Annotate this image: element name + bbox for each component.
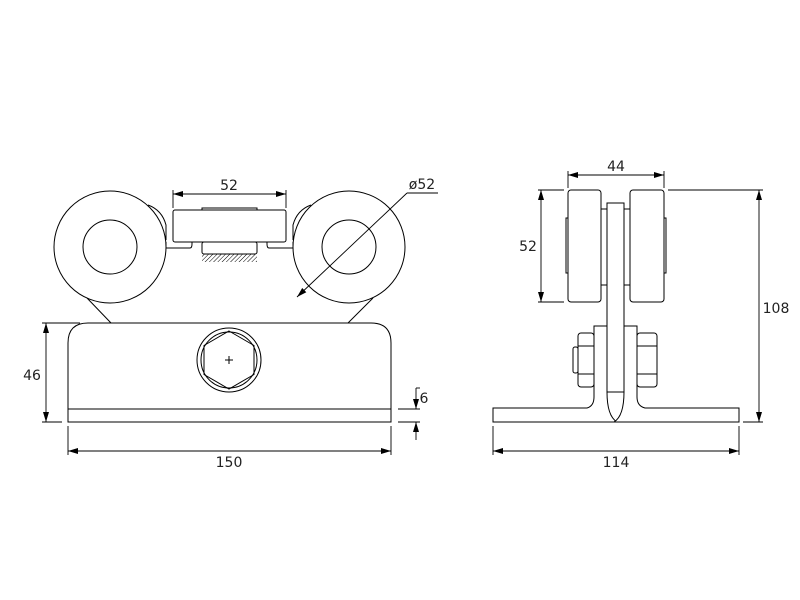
dim-wheel-span: 44 bbox=[567, 159, 665, 188]
dim-base-width: 114 bbox=[492, 426, 740, 471]
svg-text:ø52: ø52 bbox=[409, 177, 435, 193]
dim-total-height: 108 bbox=[668, 189, 790, 423]
right-axle-ear bbox=[292, 204, 312, 240]
nut-left bbox=[572, 332, 595, 388]
hub-right bbox=[623, 208, 631, 286]
hex-bolt bbox=[196, 327, 262, 393]
front-view: 52 ø52 46 150 6 bbox=[23, 177, 438, 471]
left-axle-ear bbox=[147, 204, 167, 240]
right-bracket bbox=[266, 242, 294, 249]
center-plate bbox=[606, 202, 625, 393]
right-wheel bbox=[292, 190, 406, 304]
side-wheel-left bbox=[565, 189, 602, 303]
dim-top-block-width: 52 bbox=[172, 178, 287, 208]
dim-wheel-height: 52 bbox=[519, 189, 564, 303]
left-bracket bbox=[165, 242, 193, 249]
svg-text:6: 6 bbox=[420, 391, 429, 407]
svg-text:52: 52 bbox=[519, 239, 537, 255]
top-guide-block bbox=[172, 207, 287, 262]
dim-width: 150 bbox=[67, 426, 392, 471]
left-wheel bbox=[53, 190, 167, 304]
hub-left bbox=[600, 208, 608, 286]
svg-text:52: 52 bbox=[220, 178, 238, 194]
dim-wheel-diameter: ø52 bbox=[296, 177, 438, 298]
svg-text:108: 108 bbox=[763, 301, 790, 317]
dim-base-thickness: 6 bbox=[398, 387, 429, 440]
dim-height: 46 bbox=[23, 322, 80, 423]
svg-text:44: 44 bbox=[607, 159, 625, 175]
front-base bbox=[67, 322, 392, 423]
right-leg bbox=[347, 297, 374, 324]
nut-right bbox=[636, 332, 658, 388]
left-leg bbox=[86, 297, 112, 324]
svg-text:150: 150 bbox=[216, 455, 243, 471]
svg-text:114: 114 bbox=[603, 455, 630, 471]
side-wheel-right bbox=[629, 189, 667, 303]
side-view: 44 52 108 114 bbox=[492, 159, 790, 471]
svg-text:46: 46 bbox=[23, 368, 41, 384]
